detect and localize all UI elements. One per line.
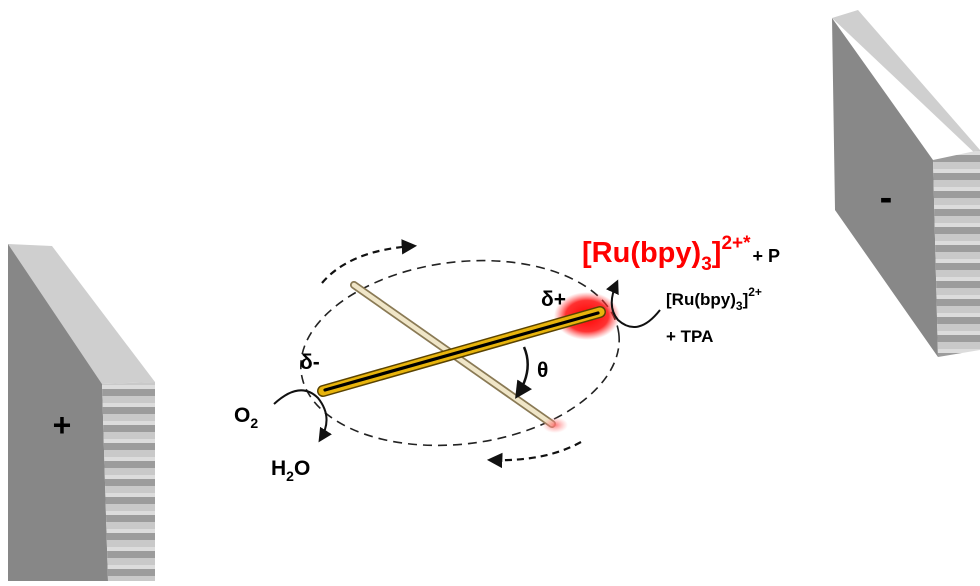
oxidation-arrow [605, 279, 661, 329]
positive-pole-label: δ+ [541, 288, 566, 311]
anode-top-face [8, 244, 155, 384]
cathode-electrode: - [832, 10, 980, 357]
excited-ru-complex: [Ru(bpy)3]2+*+ P [582, 233, 780, 275]
reduction-arrow [273, 389, 332, 443]
cathode-side-face [933, 150, 980, 357]
rotation-arrow-bottom [486, 441, 582, 469]
cathodic-reaction: O2 H2O [234, 389, 332, 484]
water-label: H2O [271, 457, 310, 484]
ecl-emission-weak [542, 417, 568, 433]
anode-electrode: + [8, 244, 155, 581]
anode-sign: + [53, 407, 72, 443]
anode-front-face [8, 244, 108, 581]
rotation-path-ellipse [300, 259, 620, 447]
cathode-top-face [832, 10, 980, 158]
anodic-reaction: [Ru(bpy)3]2+*+ P [Ru(bpy)3]2+ + TPA [582, 233, 780, 346]
oxygen-label: O2 [234, 404, 258, 431]
theta-arrow [515, 346, 532, 399]
rotation-arrow-top [321, 239, 418, 284]
ground-ru-complex: [Ru(bpy)3]2+ [666, 285, 762, 313]
anode-side-face [102, 382, 155, 581]
angle-label: θ [537, 359, 548, 382]
cathode-sign: - [880, 177, 893, 219]
bipolar-rod [317, 306, 606, 397]
cathode-front-face [832, 18, 938, 357]
negative-pole-label: δ- [300, 351, 320, 374]
coreactant-label: + TPA [666, 327, 713, 346]
